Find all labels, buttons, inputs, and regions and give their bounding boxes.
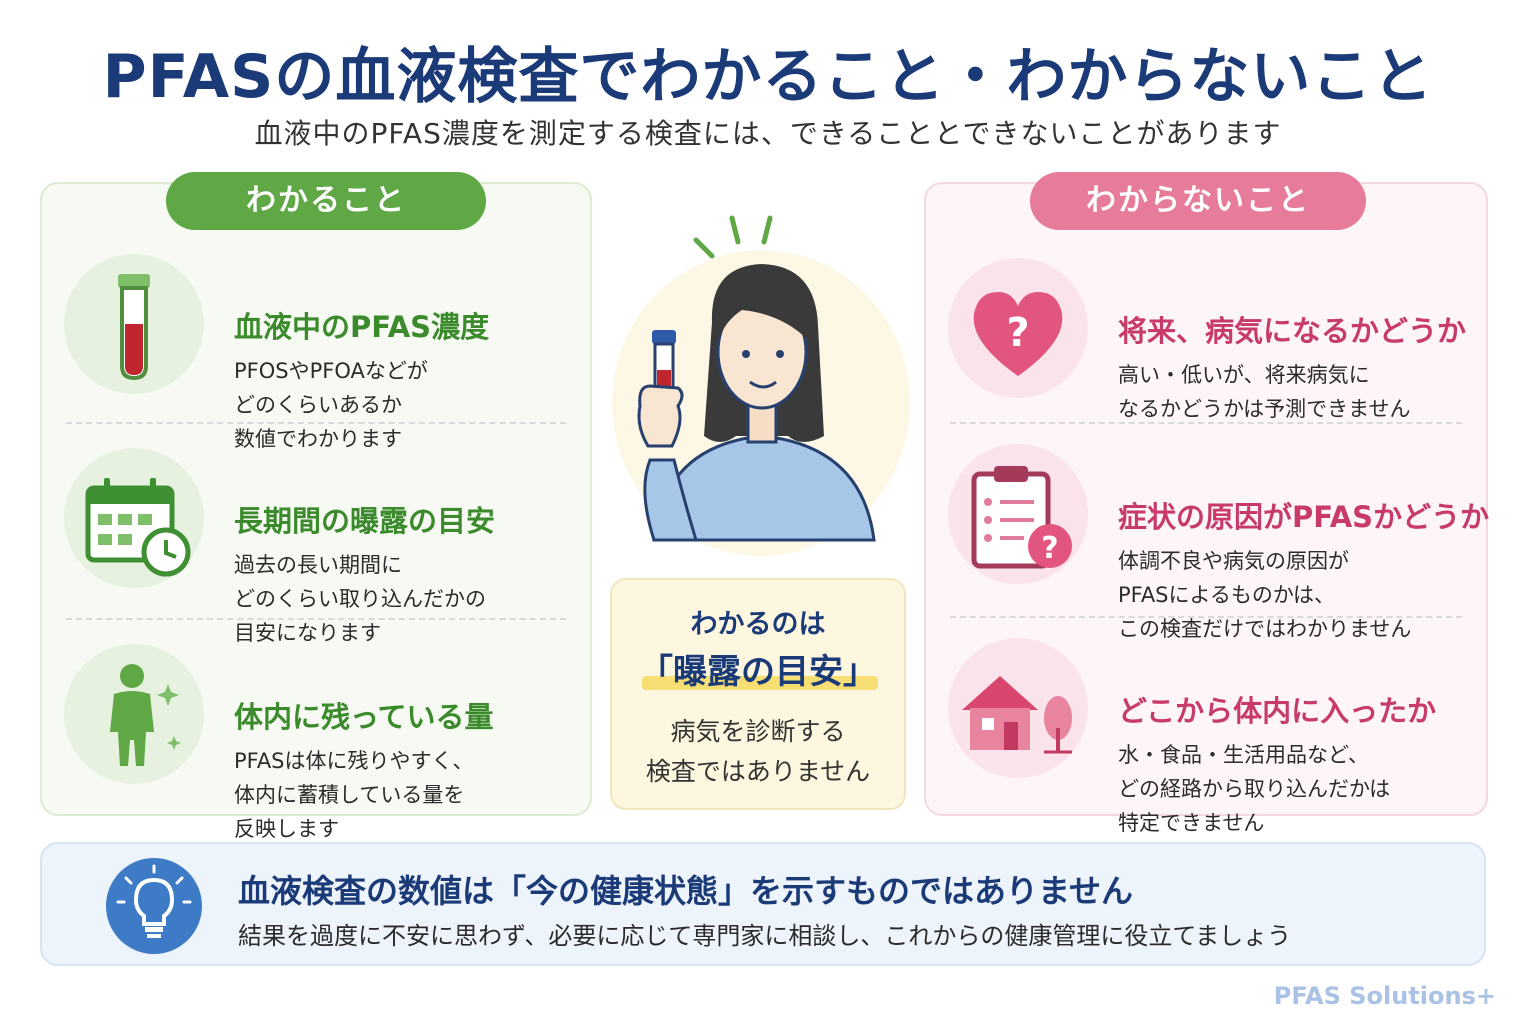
knowable-item: 体内に残っている量 PFASは体に残りやすく、 体内に蓄積している量を 反映しま… [42,622,590,841]
item-heading: 体内に残っている量 [234,700,494,734]
bottom-title: 血液検査の数値は「今の健康状態」を示すものではありません [238,872,1134,910]
page-title: PFASの血液検査でわかること・わからないこと [102,42,1434,112]
center-line3: 病気を診断する [670,717,846,746]
divider [950,422,1462,424]
test-tube-icon [64,254,204,394]
person-sparkle-icon [64,644,204,784]
divider [66,618,566,620]
calendar-clock-icon [64,448,204,588]
bottom-text: 結果を過度に不安に思わず、必要に応じて専門家に相談し、これからの健康管理に役立て… [238,922,1292,950]
knowable-panel: わかること 血液中のPFAS濃度 PFOSやPFOAなどが どのくらいあるか 数… [40,172,592,841]
unknowable-item: どこから体内に入ったか 水・食品・生活用品など、 どの経路から取り込んだかは 特… [926,616,1486,835]
item-description: 体調不良や病気の原因が PFASによるものかは、 この検査だけではわかりません [1118,549,1412,641]
highlight-marker [642,676,878,690]
item-heading: どこから体内に入ったか [1118,694,1437,728]
svg-text:?: ? [1006,310,1029,356]
item-description: 過去の長い期間に どのくらい取り込んだかの 目安になります [234,553,486,645]
item-heading: 血液中のPFAS濃度 [234,310,490,344]
item-description: PFASは体に残りやすく、 体内に蓄積している量を 反映します [234,749,474,841]
center-line2: 「曝露の目安」 [639,652,877,692]
clipboard-question-icon: ? [948,444,1088,584]
item-heading: 長期間の曝露の目安 [234,504,496,538]
item-heading: 症状の原因がPFASかどうか [1118,500,1490,534]
unknowable-label: わからないこと [1030,172,1366,230]
divider [950,616,1462,618]
house-tree-icon [948,638,1088,778]
center-line1: わかるのは [690,609,826,640]
woman-holding-test-tube-illustration [637,215,876,542]
unknowable-item: ? 将来、病気になるかどうか 高い・低いが、将来病気に なるかどうかは予測できま… [926,236,1486,426]
item-description: PFOSやPFOAなどが どのくらいあるか 数値でわかります [234,359,428,451]
center-line4: 検査ではありません [645,757,871,786]
lightbulb-icon [106,858,202,954]
svg-text:?: ? [1041,531,1058,566]
item-description: 水・食品・生活用品など、 どの経路から取り込んだかは 特定できません [1118,743,1391,835]
knowable-item: 長期間の曝露の目安 過去の長い期間に どのくらい取り込んだかの 目安になります [42,426,590,645]
item-heading: 将来、病気になるかどうか [1118,314,1467,348]
heart-question-icon: ? [948,258,1088,398]
bottom-note-banner: 血液検査の数値は「今の健康状態」を示すものではありません 結果を過度に不安に思わ… [40,842,1486,966]
knowable-label: わかること [166,172,486,230]
unknowable-panel: わからないこと ? 将来、病気になるかどうか 高い・低いが、将来病気に なるかど… [924,172,1490,835]
page-subtitle: 血液中のPFAS濃度を測定する検査には、できることとできないことがあります [254,117,1282,150]
item-description: 高い・低いが、将来病気に なるかどうかは予測できません [1118,363,1411,421]
center-summary-box: わかるのは 「曝露の目安」 病気を診断する 検査ではありません [610,578,906,810]
knowable-item: 血液中のPFAS濃度 PFOSやPFOAなどが どのくらいあるか 数値でわかりま… [42,232,590,451]
unknowable-item: ? 症状の原因がPFASかどうか 体調不良や病気の原因が PFASによるものかは… [926,422,1490,641]
brand-logo-text: PFAS Solutions+ [1273,982,1496,1010]
divider [66,422,566,424]
